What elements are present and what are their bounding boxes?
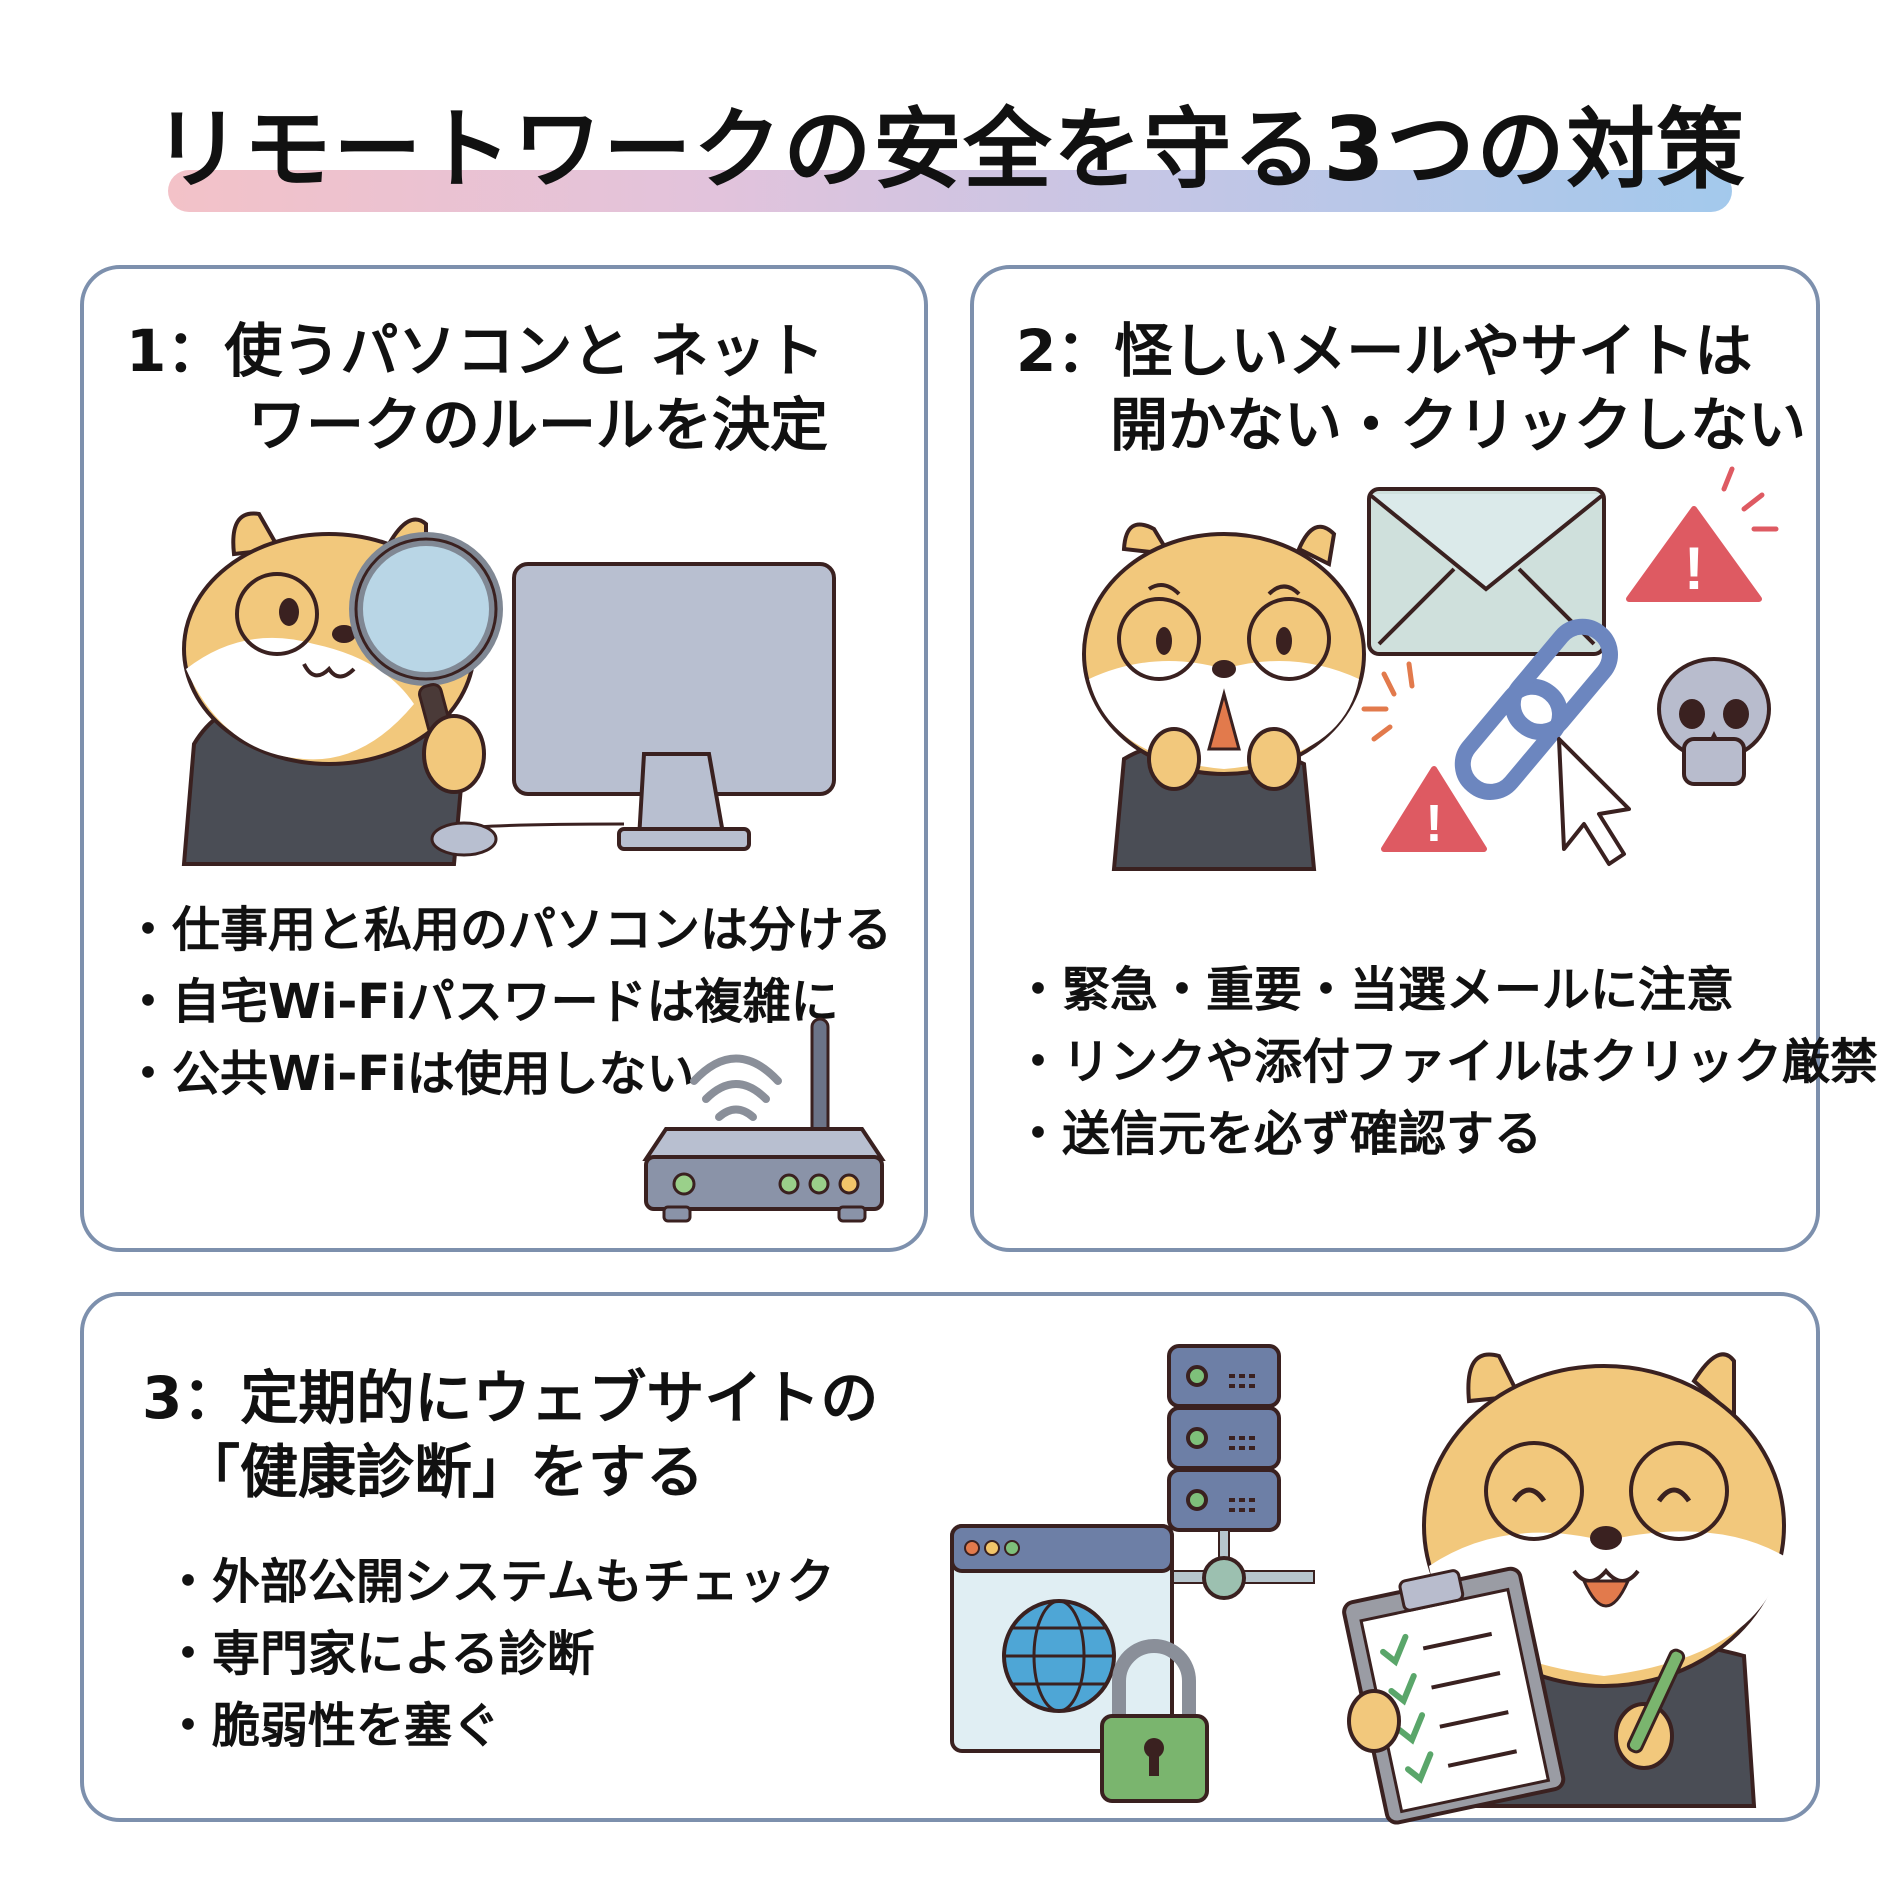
- card-number: 1：: [126, 317, 225, 385]
- card-title-line2: 「健康診断」をする: [182, 1438, 705, 1506]
- card-title: 1：使うパソコンと ネット ワークのルールを決定: [126, 314, 828, 462]
- mascot-magnifier-icon: [181, 511, 836, 866]
- card-title-line1: 定期的にウェブサイトの: [240, 1364, 879, 1432]
- bullet-list: 緊急・重要・当選メールに注意 リンクや添付ファイルはクリック厳禁 送信元を必ず確…: [1014, 954, 1878, 1170]
- suspicious-mail-illustration-icon: ! !: [1082, 466, 1779, 871]
- bullet-list: 仕事用と私用のパソコンは分ける 自宅Wi-Fiパスワードは複雑に 公共Wi-Fi…: [124, 894, 892, 1110]
- bullet-item: 送信元を必ず確認する: [1014, 1098, 1878, 1170]
- bullet-item: 緊急・重要・当選メールに注意: [1014, 954, 1878, 1026]
- card-title-line1: 使うパソコンと ネット: [224, 317, 825, 385]
- page-title: リモートワークの安全を守る3つの対策: [153, 98, 1747, 201]
- svg-text:!: !: [1684, 535, 1704, 602]
- card-number: 2：: [1016, 317, 1115, 385]
- card-number: 3：: [142, 1364, 241, 1432]
- bullet-list: 外部公開システムもチェック 専門家による診断 脆弱性を塞ぐ: [164, 1546, 835, 1762]
- svg-text:!: !: [1425, 795, 1442, 853]
- bullet-item: 自宅Wi-Fiパスワードは複雑に: [124, 966, 892, 1038]
- card-title-line1: 怪しいメールやサイトは: [1114, 317, 1753, 385]
- measure-card-2: 2：怪しいメールやサイトは 開かない・クリックしない ! !: [970, 265, 1878, 1252]
- card-title-line2: ワークのルールを決定: [248, 391, 829, 459]
- measure-card-1: 1：使うパソコンと ネット ワークのルールを決定 仕事用と私用のパソコンは分ける…: [80, 265, 928, 1252]
- bullet-item: 仕事用と私用のパソコンは分ける: [124, 894, 892, 966]
- card-title: 2：怪しいメールやサイトは 開かない・クリックしない: [1016, 314, 1806, 462]
- title-underline-bar: [168, 170, 1732, 212]
- page-header: リモートワークの安全を守る3つの対策: [0, 90, 1900, 230]
- bullet-item: 外部公開システムもチェック: [164, 1546, 835, 1618]
- bullet-item: 脆弱性を塞ぐ: [164, 1690, 835, 1762]
- measure-card-3: 3：定期的にウェブサイトの 「健康診断」をする 外部公開システムもチェック 専門…: [80, 1292, 1820, 1825]
- bullet-item: 専門家による診断: [164, 1618, 835, 1690]
- bullet-item: リンクや添付ファイルはクリック厳禁: [1014, 1026, 1878, 1098]
- wifi-router-icon: [642, 1017, 886, 1223]
- bullet-item: 公共Wi-Fiは使用しない: [124, 1038, 892, 1110]
- card-title-line2: 開かない・クリックしない: [1110, 391, 1807, 459]
- card-title: 3：定期的にウェブサイトの 「健康診断」をする: [142, 1361, 878, 1509]
- website-health-check-illustration-icon: [950, 1344, 1786, 1825]
